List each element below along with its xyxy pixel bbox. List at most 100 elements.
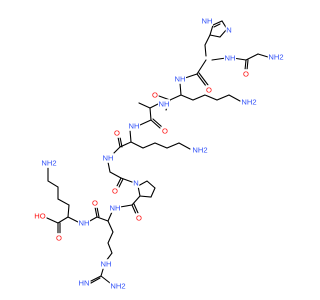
his-co-double: [196, 73, 207, 87]
ala-nh-label: NH: [159, 100, 170, 109]
gly-nh2-bond: [257, 53, 269, 58]
label-halo: [135, 213, 143, 223]
lys2-alpha-bond: [129, 129, 132, 143]
label-halo: [225, 25, 233, 35]
arg-side-nh2-label: NH2: [110, 282, 125, 291]
ala-o-label: O: [162, 127, 168, 136]
label-halo: [267, 52, 285, 62]
gly2-ch2-bond: [107, 161, 111, 173]
arg-nh-label: NH: [110, 204, 121, 213]
imidazole-nh-label: NH: [202, 17, 213, 26]
gly-co-double-2: [246, 59, 249, 71]
label-halo: [205, 85, 213, 95]
label-halo: [108, 203, 122, 213]
label-halo: [242, 69, 250, 79]
his-ch2-bond: [204, 34, 211, 46]
label-halo: [111, 186, 119, 196]
lys3-side-nh2-label: NH2: [41, 159, 56, 168]
guanidine-hn-bond: [90, 275, 102, 282]
arg-side-hn-label: HN: [79, 279, 90, 288]
his-co-bond: [196, 59, 207, 75]
label-halo: [77, 278, 91, 288]
gly2-o-label: O: [112, 187, 118, 196]
guanidine-nh2-bond: [100, 275, 111, 284]
label-halo: [173, 74, 187, 84]
lys1-side-nh2-label: NH2: [241, 98, 256, 107]
label-halo: [109, 281, 127, 291]
label-halo: [55, 233, 63, 243]
label-halo: [77, 218, 91, 228]
pro-co-double: [131, 204, 137, 215]
pro-co-bond: [131, 195, 141, 206]
cooh-ho-label: HO: [34, 212, 45, 221]
lys3-side-chain: [47, 167, 70, 218]
label-halo: [91, 198, 99, 208]
pro-o-label: O: [136, 214, 142, 223]
gly2-co-double-2: [118, 178, 124, 188]
gly-nh2-label: NH2: [268, 53, 283, 62]
imidazole-n-label: N: [226, 26, 231, 35]
label-halo: [40, 158, 58, 168]
atom-labels: NH N NH2 O NH O NH NH2 O NH O NH NH2 O N…: [33, 16, 285, 291]
his-o-label: O: [206, 86, 212, 95]
arg-o-label: O: [92, 199, 98, 208]
cooh-bond: [57, 216, 69, 224]
label-halo: [132, 178, 140, 188]
lys1-co-bond: [169, 94, 182, 101]
gly2-co-double: [116, 177, 122, 187]
label-halo: [33, 211, 47, 221]
his-n-bond: [211, 57, 227, 61]
lys2-side-nh2-label: NH2: [192, 146, 207, 155]
label-halo: [127, 121, 141, 131]
lys2-n-bond: [139, 119, 152, 126]
label-halo: [99, 259, 113, 269]
label-halo: [200, 16, 214, 26]
label-halo: [113, 128, 121, 138]
imidazole-double-bond: [213, 23, 221, 28]
arg-co-bond: [96, 216, 109, 222]
his-alpha-bond: [204, 44, 207, 57]
gly2-co-bond: [109, 171, 122, 179]
lys1-nh-label: NH: [175, 75, 186, 84]
lys1-o-label: O: [152, 91, 158, 100]
lys3-alpha-bond: [67, 216, 79, 223]
arg-alpha-bond: [107, 211, 113, 222]
gly-ch2-bond: [245, 53, 259, 61]
arg-co-double-2: [96, 206, 100, 218]
imidazole-ring: [209, 20, 228, 38]
arg-side-chain: [105, 220, 114, 262]
cooh-o-label: O: [56, 234, 62, 243]
his-co-double-2: [198, 72, 209, 86]
ala-co-bond: [149, 107, 152, 121]
pro-co-double-2: [133, 203, 139, 214]
lys2-co-double: [117, 136, 121, 148]
gly2-nh-label: NH: [103, 154, 114, 163]
gly-co-double: [244, 59, 247, 71]
his-nh-label: NH: [225, 54, 236, 63]
pro-n-bond: [120, 177, 133, 183]
arg-n-bond: [119, 204, 133, 208]
ala-co-double: [150, 119, 161, 129]
label-halo: [101, 153, 115, 163]
lys2-o-label: O: [114, 129, 120, 138]
lys1-n-bond: [184, 73, 198, 79]
label-halo: [191, 145, 209, 155]
lys1-alpha-bond: [179, 82, 182, 96]
label-halo: [240, 97, 258, 107]
lys2-nh-label: NH: [129, 122, 140, 131]
peptide-structure: NH N NH2 O NH O NH NH2 O NH O NH NH2 O N…: [33, 16, 285, 291]
lys1-side-chain: [180, 94, 241, 102]
label-halo: [151, 90, 159, 100]
label-halo: [157, 99, 171, 109]
ala-methyl-bond: [138, 102, 151, 109]
ala-co-double-2: [152, 118, 163, 128]
label-halo: [223, 53, 237, 63]
lys2-side-chain: [130, 141, 191, 150]
lys2-co-double-2: [119, 136, 123, 148]
arg-co-double: [94, 206, 98, 218]
proline-ring: [137, 180, 156, 198]
lys3-nh-label: NH: [79, 219, 90, 228]
guanidine-double: [90, 277, 101, 284]
gly-o-label: O: [243, 70, 249, 79]
molecule-canvas: NH N NH2 O NH O NH NH2 O NH O NH NH2 O N…: [33, 16, 285, 291]
